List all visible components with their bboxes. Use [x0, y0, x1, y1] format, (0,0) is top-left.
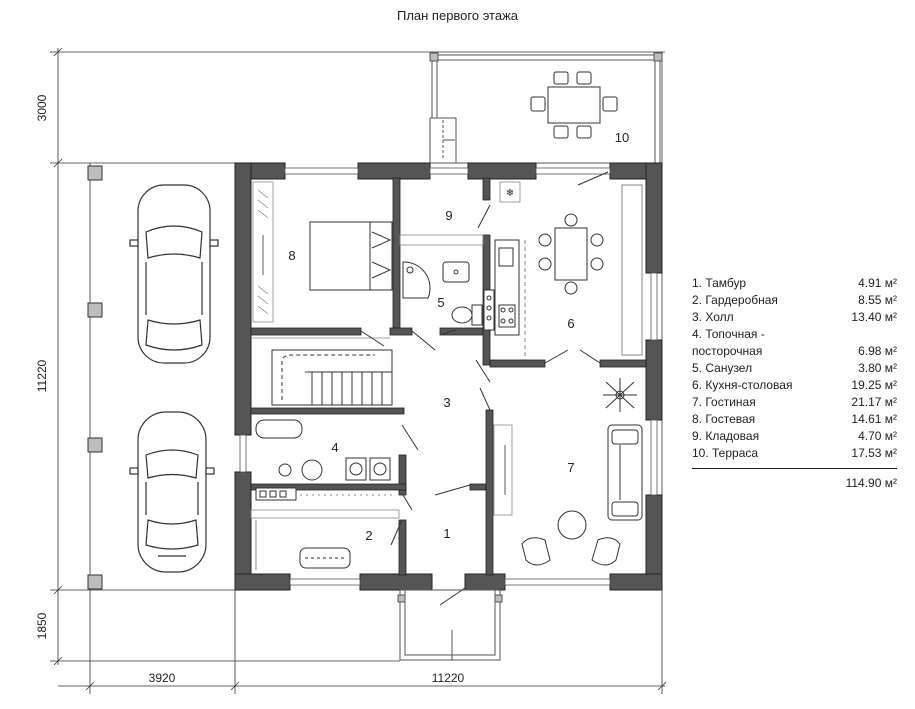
legend-label: 7. Гостиная — [692, 395, 756, 409]
legend-row: 8. Гостевая 14.61 м² — [692, 411, 897, 428]
legend-area: 19.25 м² — [851, 378, 897, 392]
legend-row: 9. Кладовая 4.70 м² — [692, 428, 897, 445]
carport-posts — [87, 165, 103, 590]
dim-left: 11220 — [35, 359, 49, 392]
legend-area: 4.91 м² — [858, 276, 897, 290]
car-top-icon — [129, 184, 219, 364]
terrace — [429, 52, 663, 164]
thin-walls — [250, 234, 484, 519]
legend-label: 3. Холл — [692, 310, 734, 324]
room-number-10: 10 — [615, 130, 629, 145]
legend-area: 4.70 м² — [858, 429, 897, 443]
legend-row: 2. Гардеробная 8.55 м² — [692, 292, 897, 309]
wardrobe-room-icon — [255, 487, 395, 570]
room-number-1: 1 — [443, 526, 450, 541]
terrace-table-icon — [530, 71, 618, 139]
car-bottom-icon — [129, 411, 215, 573]
legend-divider — [692, 468, 897, 469]
room-number-5: 5 — [437, 295, 444, 310]
kitchen-counter-icon — [483, 239, 526, 360]
legend-row: 7. Гостиная 21.17 м² — [692, 394, 897, 411]
bathroom-fixtures-icon — [402, 261, 483, 326]
legend-row: 10. Терраса 17.53 м² — [692, 445, 897, 462]
legend-row: 1. Тамбур 4.91 м² — [692, 275, 897, 292]
dimension-lines — [50, 47, 667, 694]
legend-label: 6. Кухня-столовая — [692, 378, 793, 392]
legend-area: 21.17 м² — [851, 395, 897, 409]
staircase-icon — [271, 349, 393, 406]
room-number-8: 8 — [288, 248, 295, 263]
legend-label: 4. Топочная - посторочная — [692, 327, 765, 358]
legend-label: 2. Гардеробная — [692, 293, 778, 307]
tv-cabinet — [493, 424, 513, 516]
room-number-2: 2 — [365, 528, 372, 543]
room-number-3: 3 — [443, 395, 450, 410]
legend-area: 17.53 м² — [851, 446, 897, 460]
wardrobe-bedroom — [252, 181, 274, 323]
legend-row: 4. Топочная - посторочная 6.98 м² — [692, 326, 897, 360]
entrance-porch — [397, 589, 503, 661]
plan-title: План первого этажа — [396, 8, 519, 23]
storage-shelf: ❄ — [499, 181, 521, 203]
dim-bottom-a: 3920 — [149, 671, 176, 685]
boiler-room-icon — [255, 419, 391, 481]
dim-bottom-left: 1850 — [35, 612, 49, 639]
legend-area: 8.55 м² — [858, 293, 897, 307]
windows — [239, 167, 658, 586]
legend-total: 114.90 м² — [845, 476, 897, 490]
dim-top: 3000 — [35, 94, 49, 121]
room-number-6: 6 — [567, 316, 574, 331]
legend-row: 5. Санузел 3.80 м² — [692, 360, 897, 377]
legend-label: 1. Тамбур — [692, 276, 747, 290]
legend-label: 10. Терраса — [692, 446, 759, 460]
legend-row: 6. Кухня-столовая 19.25 м² — [692, 377, 897, 394]
dining-table-icon — [538, 184, 643, 356]
legend-label: 5. Санузел — [692, 361, 753, 375]
legend-area: 6.98 м² — [858, 344, 897, 358]
bed-icon — [309, 221, 393, 291]
legend-label: 8. Гостевая — [692, 412, 756, 426]
legend-label: 9. Кладовая — [692, 429, 760, 443]
legend-area: 3.80 м² — [858, 361, 897, 375]
room-number-9: 9 — [445, 208, 452, 223]
room-legend: 1. Тамбур 4.91 м² 2. Гардеробная 8.55 м² 3… — [692, 275, 897, 492]
svg-text:❄: ❄ — [506, 188, 514, 199]
armchair-icons — [521, 510, 621, 566]
room-numbers: 1 2 3 4 5 6 7 8 9 10 — [288, 130, 629, 543]
legend-area: 14.61 м² — [851, 412, 897, 426]
dim-bottom-b: 11220 — [432, 671, 465, 685]
door-swings — [360, 171, 609, 606]
sofa-icon — [607, 424, 643, 521]
plant-icon — [603, 378, 637, 412]
room-number-7: 7 — [567, 460, 574, 475]
room-number-4: 4 — [331, 440, 338, 455]
legend-area: 13.40 м² — [851, 310, 897, 324]
legend-row: 3. Холл 13.40 м² — [692, 309, 897, 326]
